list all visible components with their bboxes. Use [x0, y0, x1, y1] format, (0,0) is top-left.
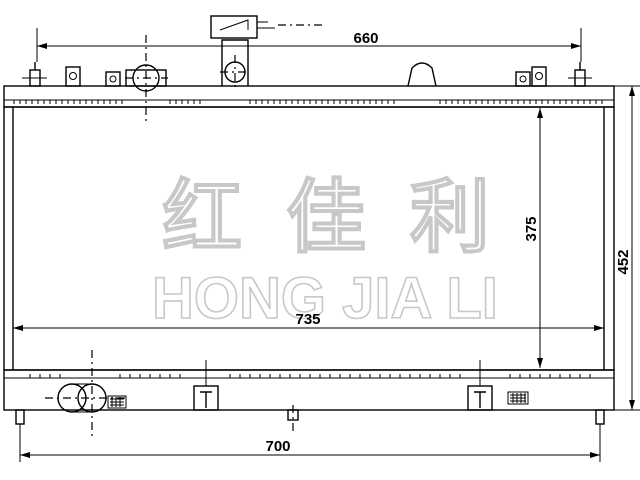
dimension-top-width: 660	[36, 28, 582, 62]
watermark-latin: HONG JIA LI	[152, 266, 498, 331]
top-tank	[3, 15, 615, 125]
watermark-chinese: 红 佳 利	[162, 171, 498, 264]
dimension-bottom-width-label: 700	[265, 438, 290, 455]
bottom-tank	[3, 350, 615, 440]
dimension-core-width: 735	[13, 311, 604, 331]
dimension-overall-height-label: 452	[615, 249, 632, 274]
dimension-core-height-label: 375	[523, 216, 540, 241]
dimension-overall-height: 452	[614, 85, 640, 411]
watermark: 红 佳 利 HONG JIA LI	[151, 170, 498, 332]
dimension-bottom-width: 700	[19, 424, 601, 462]
dimension-top-width-label: 660	[353, 30, 378, 47]
dimension-core-width-label: 735	[295, 311, 320, 328]
dimension-core-height: 375	[523, 108, 543, 368]
